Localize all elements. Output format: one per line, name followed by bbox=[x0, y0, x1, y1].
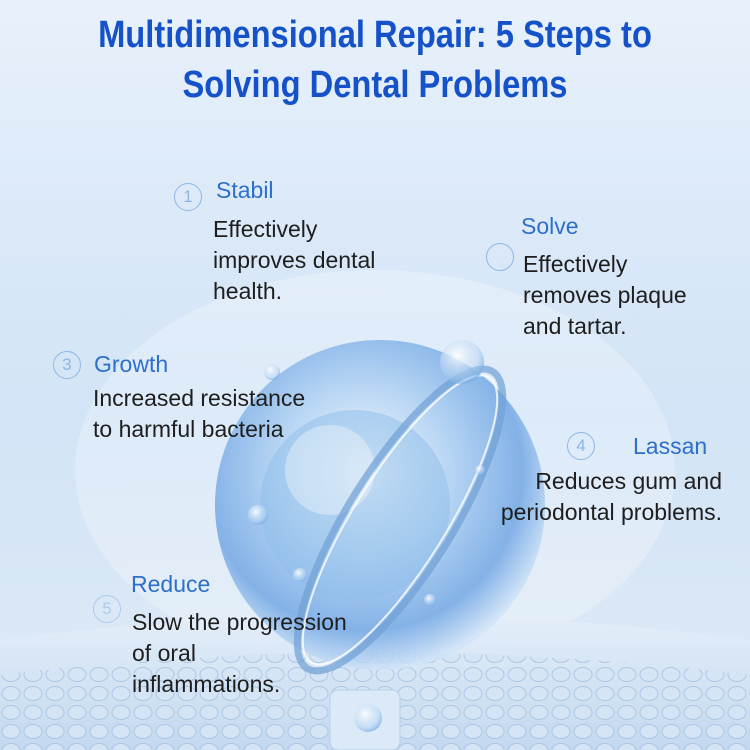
step-description: Effectively improves dental health. bbox=[213, 216, 376, 304]
step-number-badge: 4 bbox=[567, 432, 595, 460]
step-description: Increased resistance to harmful bacteria bbox=[93, 385, 306, 442]
bubble-small bbox=[264, 364, 280, 380]
bubble-small bbox=[424, 594, 436, 606]
bubble-large bbox=[440, 340, 484, 384]
headline: Multidimensional Repair: 5 Steps to Solv… bbox=[53, 10, 698, 110]
step-number-badge: 2 bbox=[486, 243, 514, 271]
headline-line-2: Solving Dental Problems bbox=[182, 64, 568, 106]
step-description: Slow the progression of oral inflammatio… bbox=[132, 609, 347, 697]
step-name: Stabil bbox=[216, 177, 274, 203]
step-number-badge: 3 bbox=[53, 351, 81, 379]
step-number-badge: 1 bbox=[174, 183, 202, 211]
bubble-small bbox=[293, 568, 307, 582]
bubble-small bbox=[248, 505, 268, 525]
step-number-badge: 5 bbox=[93, 595, 121, 623]
bubble-small bbox=[475, 465, 485, 475]
headline-line-1: Multidimensional Repair: 5 Steps to bbox=[98, 14, 652, 56]
step-name: Reduce bbox=[131, 571, 211, 597]
step-description: Reduces gum and periodontal problems. bbox=[500, 468, 722, 525]
step-description: Effectively removes plaque and tartar. bbox=[523, 251, 687, 339]
step-name: Growth bbox=[94, 351, 169, 377]
orbit-ring bbox=[293, 365, 507, 675]
step-name: Lassan bbox=[633, 433, 708, 459]
pillar-bubble bbox=[354, 704, 382, 732]
orbit-ring-highlight bbox=[301, 374, 499, 666]
step-name: Solve bbox=[521, 213, 579, 239]
